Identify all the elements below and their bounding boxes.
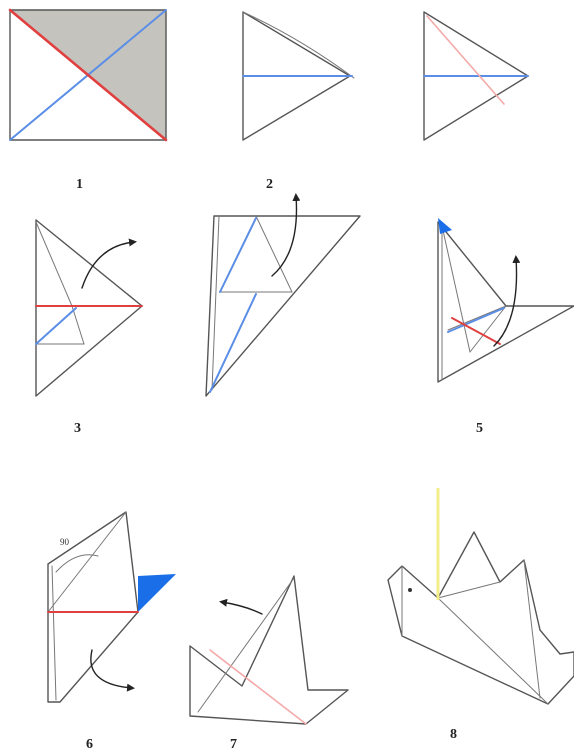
inner-edge — [51, 565, 57, 701]
inner-edge — [211, 215, 220, 391]
fold-arrow — [90, 649, 135, 692]
paper-square — [9, 9, 167, 141]
step-3: 3 — [35, 219, 143, 436]
light-crease-line — [426, 15, 505, 105]
paper-shape — [437, 221, 574, 383]
mountain-fold-line — [8, 8, 168, 142]
angle-arc — [55, 554, 99, 573]
step-7: 7 — [189, 575, 349, 751]
fold-arrow — [81, 238, 137, 289]
step-number: 6 — [86, 737, 93, 751]
wing-edge — [437, 581, 501, 599]
inner-fold-edge — [35, 221, 85, 345]
step-number: 7 — [230, 737, 237, 751]
bird-eye — [408, 588, 412, 592]
paper-triangle — [35, 219, 143, 397]
highlight-flap — [138, 574, 176, 612]
wing-lower-edge — [523, 559, 541, 699]
mountain-fold-line — [451, 317, 501, 345]
flap-curve — [242, 11, 355, 79]
inner-edge — [197, 577, 295, 713]
step-number: 3 — [74, 421, 81, 436]
fold-arrow — [493, 255, 521, 347]
fold-arrow — [271, 193, 301, 277]
angle-label: 90 — [60, 537, 70, 547]
step-6: 90 6 — [47, 511, 176, 751]
inner-flap-outline — [219, 215, 293, 293]
step-2b — [423, 11, 529, 141]
inner-diagonal — [441, 225, 471, 353]
step-5: 5 — [437, 218, 574, 436]
step-number: 8 — [450, 727, 457, 742]
paper-shape — [47, 511, 139, 703]
fold-arrow — [219, 598, 263, 615]
inner-flap — [447, 304, 508, 353]
valley-fold-line-lower — [209, 293, 257, 393]
bird-body — [387, 531, 574, 705]
paper-shape — [189, 575, 349, 725]
step-number: 1 — [76, 177, 83, 192]
step-number: 5 — [476, 421, 483, 436]
inner-diagonal — [47, 511, 127, 613]
light-crease-line — [209, 649, 307, 725]
step-4 — [205, 193, 361, 397]
paper-large-triangle — [205, 215, 361, 397]
valley-fold-line — [447, 307, 505, 333]
step-1: 1 — [8, 8, 168, 192]
inner-crease — [437, 597, 549, 705]
step-2: 2 — [242, 11, 355, 192]
step-8: 8 — [387, 488, 574, 742]
valley-fold-line — [35, 307, 77, 345]
highlight-tip — [438, 218, 452, 234]
valley-fold-line-upper — [219, 217, 257, 293]
step-number: 2 — [266, 177, 273, 192]
